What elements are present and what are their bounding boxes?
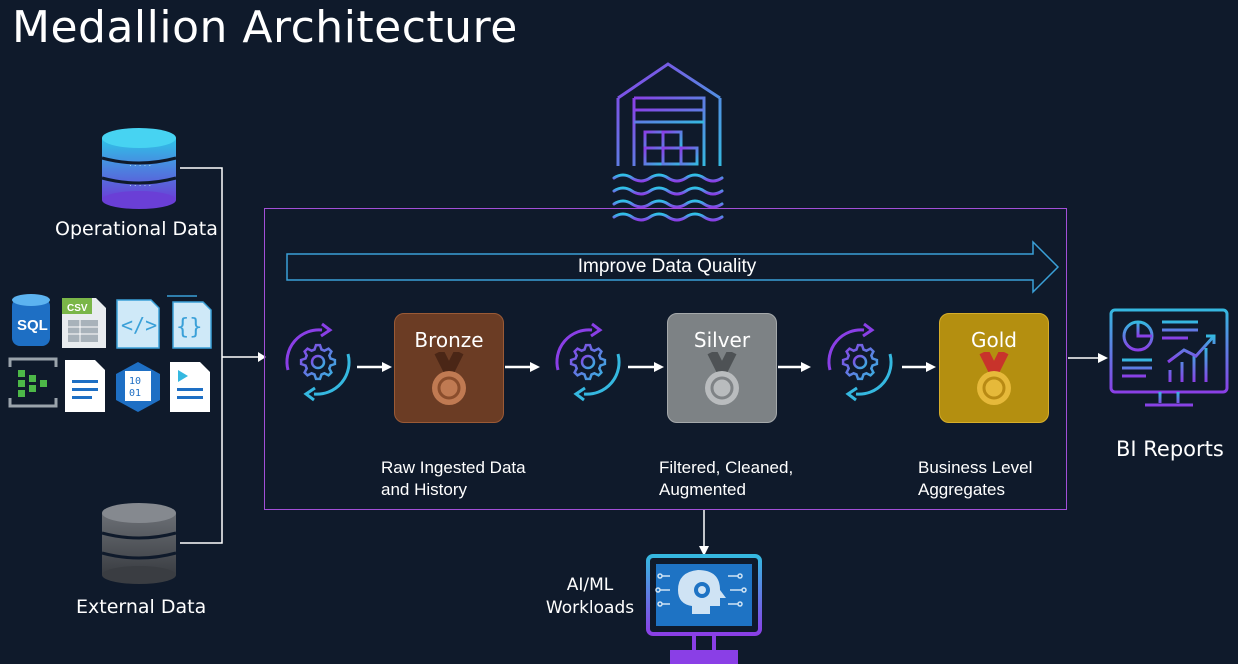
- external-data-label: External Data: [76, 596, 207, 618]
- binary-file-icon: 10 01: [116, 362, 160, 412]
- gold-caption: Business Level Aggregates: [918, 458, 1033, 499]
- flow-arrows: [357, 362, 936, 372]
- bronze-layer-box: Bronze: [394, 313, 504, 423]
- svg-text:CSV: CSV: [67, 303, 88, 314]
- event-hub-icon: [8, 357, 58, 408]
- process-gears: [285, 322, 893, 402]
- improve-quality-arrow: [286, 240, 1060, 294]
- gold-layer-box: Gold: [939, 313, 1049, 423]
- bronze-medal-icon: [432, 349, 466, 405]
- silver-medal-icon: [705, 349, 739, 405]
- lake-waves-icon: [612, 173, 724, 222]
- page-title: Medallion Architecture: [12, 2, 518, 53]
- gold-medal-icon: [977, 349, 1011, 405]
- sql-icon: SQL: [12, 294, 50, 346]
- bronze-label: Bronze: [414, 328, 484, 352]
- gear-icon: [285, 322, 351, 402]
- svg-text:· · · · ·: · · · · ·: [129, 161, 151, 170]
- database-icon-operational: · · · · · · · · · ·: [101, 128, 177, 209]
- ai-ml-icon: [646, 554, 762, 664]
- output-arrows: [699, 353, 1108, 556]
- gold-label: Gold: [971, 328, 1017, 352]
- source-connector: [180, 167, 258, 544]
- svg-text:</>: </>: [121, 313, 157, 337]
- svg-text:· · · · ·: · · · · ·: [129, 181, 151, 190]
- csv-file-icon: CSV: [62, 298, 106, 348]
- document-icon: [65, 360, 105, 412]
- gear-icon: [555, 322, 621, 402]
- svg-text:01: 01: [129, 388, 141, 399]
- silver-label: Silver: [693, 328, 751, 352]
- dashboard-icon: [1109, 308, 1229, 407]
- svg-text:SQL: SQL: [17, 317, 48, 334]
- improve-quality-label: Improve Data Quality: [577, 256, 757, 277]
- silver-caption: Filtered, Cleaned, Augmented: [659, 458, 794, 499]
- arrow-into-lakehouse: [258, 352, 266, 362]
- media-file-icon: [170, 362, 210, 412]
- bi-reports-label: BI Reports: [1116, 437, 1224, 461]
- lakehouse-icon: [616, 62, 722, 166]
- gear-icon: [827, 322, 893, 402]
- operational-data-label: Operational Data: [55, 218, 218, 240]
- json-file-icon: {}: [167, 295, 212, 349]
- database-icon-external: [101, 503, 177, 584]
- ai-ml-label: AI/ML Workloads: [545, 575, 635, 618]
- lakehouse-frame: [264, 208, 1067, 510]
- svg-text:10: 10: [129, 376, 141, 387]
- bronze-caption: Raw Ingested Data and History: [381, 458, 526, 499]
- code-file-icon: </>: [116, 299, 160, 349]
- svg-text:{}: {}: [176, 315, 203, 340]
- silver-layer-box: Silver: [667, 313, 777, 423]
